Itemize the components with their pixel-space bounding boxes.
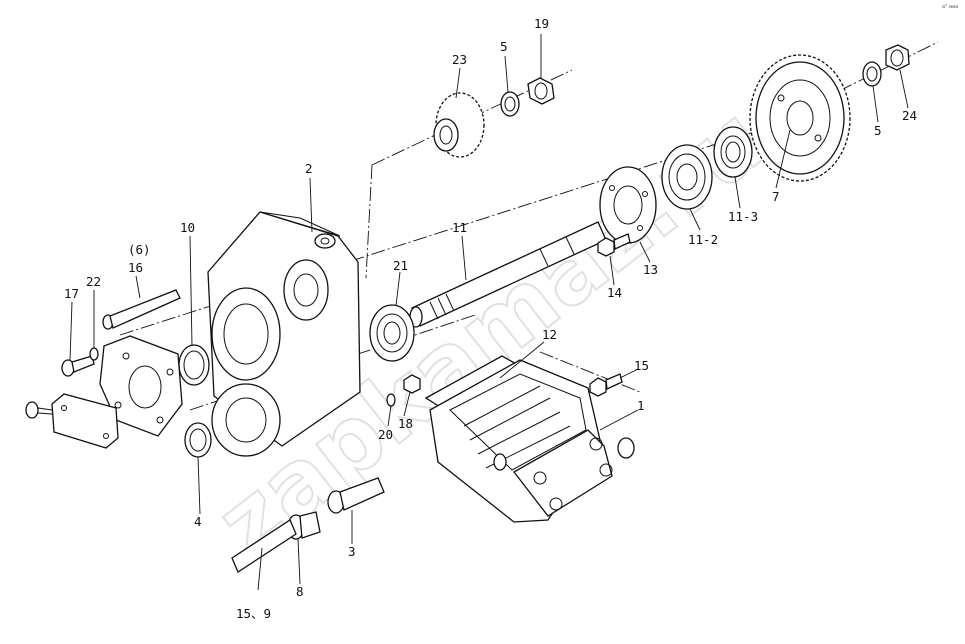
callout-12: 12 xyxy=(542,327,557,342)
washer-part-22 xyxy=(89,347,99,361)
seal-part-4 xyxy=(184,422,212,458)
bolt-part-18 xyxy=(403,374,421,394)
bearing-part-11-2 xyxy=(661,144,713,210)
callout-11: 11 xyxy=(452,220,467,235)
cover-plate xyxy=(51,393,119,449)
fitting-part-3 xyxy=(327,477,385,514)
gear-part-7 xyxy=(749,54,851,182)
leader-lines xyxy=(69,34,909,591)
bearing-part-21 xyxy=(369,304,415,362)
pump-body-part-1 xyxy=(429,359,635,523)
callout-22: 22 xyxy=(86,274,101,289)
nut-part-19 xyxy=(527,77,555,105)
callout-21: 21 xyxy=(393,258,408,273)
flange-part-13 xyxy=(599,166,657,244)
callout-1: 1 xyxy=(637,398,645,413)
pipe-part-15-9 xyxy=(231,519,297,573)
callout-11-2: 11-2 xyxy=(688,232,718,247)
bearing-part-11-3 xyxy=(713,126,753,178)
callout-10: 10 xyxy=(180,220,195,235)
bolt-part-16 xyxy=(102,289,181,330)
corner-mark: a" aaa xyxy=(942,4,958,10)
callout-6: (6) xyxy=(128,242,151,257)
callout-8: 8 xyxy=(296,584,304,599)
callout-labels: 1 2 3 4 5 5 (6) 7 8 10 11 11-2 11-3 12 1… xyxy=(64,16,917,621)
gear-part-23 xyxy=(433,92,485,158)
callout-3: 3 xyxy=(348,544,356,559)
callout-18: 18 xyxy=(398,416,413,431)
bolt-part-14 xyxy=(597,233,631,257)
washer-part-5-right xyxy=(862,61,882,87)
screw-left xyxy=(25,401,53,419)
callout-15-9: 15、9 xyxy=(236,606,271,621)
bearing-part-10 xyxy=(178,344,210,386)
bolt-part-15 xyxy=(589,373,623,397)
gasket-plate xyxy=(99,335,183,437)
callout-14: 14 xyxy=(607,285,622,300)
callout-4: 4 xyxy=(194,514,202,529)
callout-24: 24 xyxy=(902,108,917,123)
callout-7: 7 xyxy=(772,189,780,204)
housing-part-2 xyxy=(207,211,361,457)
callout-16: 16 xyxy=(128,260,143,275)
callout-17: 17 xyxy=(64,286,79,301)
callout-23: 23 xyxy=(452,52,467,67)
callout-5-right: 5 xyxy=(874,123,882,138)
callout-20: 20 xyxy=(378,427,393,442)
bolt-part-17 xyxy=(61,355,95,377)
washer-part-20 xyxy=(386,393,396,407)
nut-part-24 xyxy=(885,44,910,71)
callout-5-top: 5 xyxy=(500,39,508,54)
washer-part-5-top xyxy=(500,91,520,117)
callout-2: 2 xyxy=(305,161,313,176)
callout-19: 19 xyxy=(534,16,549,31)
callout-13: 13 xyxy=(643,262,658,277)
callout-11-3: 11-3 xyxy=(728,209,758,224)
callout-15: 15 xyxy=(634,358,649,373)
